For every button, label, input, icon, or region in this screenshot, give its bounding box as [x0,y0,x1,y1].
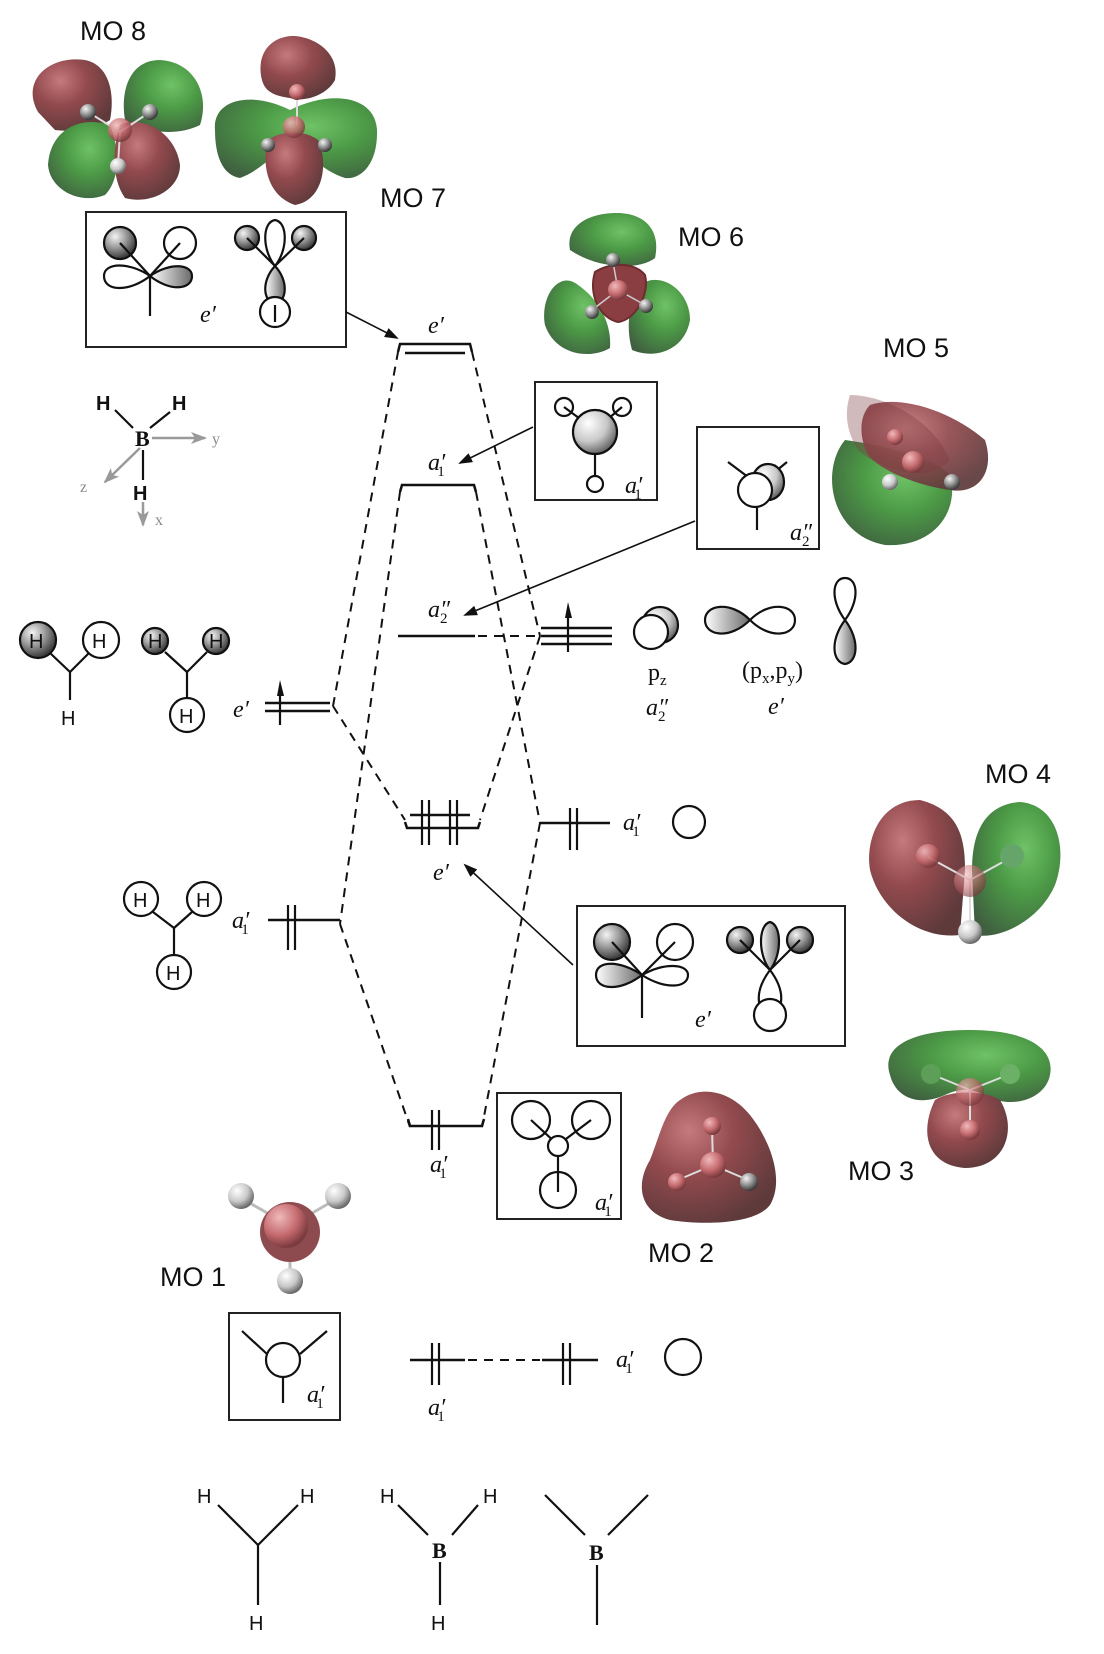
e-prime-antibonding-box: e′ [85,211,347,348]
axis-orientation-figure: H H B y z H x [80,393,220,529]
a2-double-prime-box: a″2 [696,426,820,550]
h3-a1-prime-level [268,905,340,950]
level-a1-prime-bonding-label: a′1 [430,1152,448,1182]
svg-text:pz: pz [648,660,667,689]
svg-text:(px,py): (px,py) [742,658,803,687]
h3-e-prime-level [265,680,330,725]
bh3-structure: H H B H [380,1486,497,1635]
level-a1-prime-bonding [406,1110,486,1150]
boron-p-levels [541,602,612,652]
axis-y-label: y [212,431,220,448]
mo7-label: MO 7 [380,183,446,213]
mo8-isosurface [32,59,204,200]
svg-text:H: H [380,1486,394,1508]
svg-text:B: B [432,1538,447,1563]
arrow-to-e-prime-top [345,311,399,339]
h3-e-prime-label: e′ [233,697,250,723]
h3-e-prime-orbital-figures: H H H H H H [18,620,231,734]
svg-text:H: H [179,706,193,728]
svg-text:H: H [300,1486,314,1508]
svg-text:B: B [589,1540,604,1565]
mo7-isosurface [214,35,378,205]
box-a1-prime-bonding-label: a′1 [595,1190,613,1220]
boron-2s-label: a′1 [623,810,641,840]
pxpy-orbitals: (px,py) e′ [703,576,857,720]
svg-text:H: H [29,631,43,653]
level-a1-prime-antibonding-label: a′1 [428,450,446,480]
svg-text:H: H [483,1486,497,1508]
boron-1s-orbital [663,1337,703,1377]
arrow-to-e-prime-bonding [463,863,574,966]
svg-text:H: H [196,890,210,912]
a1-prime-core-box: a′1 [228,1312,341,1421]
a1-prime-bonding-box: a′1 [496,1092,622,1220]
mo8-label: MO 8 [80,16,146,46]
level-e-prime-bonding-label: e′ [433,860,450,886]
mo4-isosurface [869,800,1061,944]
boron-2s-orbital [671,804,707,840]
level-e-prime-bonding [403,800,482,845]
svg-text:H: H [249,1613,263,1635]
boron-2s-level [540,808,610,850]
level-a2-double-prime-label: a″2 [428,597,451,627]
level-a1-prime-antibonding [398,483,478,493]
svg-text:H: H [133,483,147,505]
box-a1-prime-core-label: a′1 [307,1382,325,1412]
svg-text:H: H [197,1486,211,1508]
mo3-label: MO 3 [848,1156,914,1186]
mo6-isosurface [544,212,690,355]
svg-text:H: H [166,963,180,985]
svg-text:H: H [133,890,147,912]
mo5-isosurface [832,395,989,546]
box-e-prime-label: e′ [695,1007,712,1033]
axis-z-label: z [80,479,87,496]
h3-a1-prime-label: a′1 [232,908,250,938]
level-a1-prime-core [410,1343,598,1385]
correlation-lines [332,351,541,1128]
box-a2-double-prime-label: a″2 [790,520,813,550]
svg-text:H: H [209,631,223,653]
boron-1s-label: a′1 [616,1347,634,1377]
level-a1-prime-core-label: a′1 [428,1395,446,1425]
a1-prime-antibonding-box: a′1 [534,381,658,503]
pz-orbital: pz a″2 [632,605,680,725]
mo6-label: MO 6 [678,222,744,252]
pxpy-symmetry-label: e′ [768,694,785,720]
level-e-prime-top-label: e′ [428,313,445,339]
svg-text:H: H [148,631,162,653]
mo1-label: MO 1 [160,1262,226,1292]
e-prime-bonding-box: e′ [576,905,846,1047]
mo5-label: MO 5 [883,333,949,363]
arrow-to-a1-prime-antibonding [458,426,534,464]
pz-symmetry-label: a″2 [646,695,669,725]
svg-text:H: H [96,393,110,415]
arrow-to-a2-double-prime [463,520,696,616]
svg-text:H: H [172,393,186,415]
axis-x-label: x [155,512,163,529]
mo3-isosurface [888,1030,1051,1168]
e-prime-label: e′ [200,302,217,328]
boron-fragment-structure: B [544,1494,649,1625]
mo1-isosurface [228,1183,351,1294]
box-a1-prime-label: a′1 [625,473,643,503]
h3-a1-prime-orbital-figure: H H H [122,880,223,991]
level-e-prime-top-a [396,342,474,353]
svg-text:H: H [431,1613,445,1635]
svg-text:B: B [135,426,150,451]
svg-text:H: H [92,631,106,653]
mo2-label: MO 2 [648,1238,714,1268]
h3-fragment-structure: H H H [197,1486,314,1635]
svg-text:H: H [61,708,75,730]
mo4-label: MO 4 [985,759,1051,789]
mo2-isosurface [641,1091,777,1223]
